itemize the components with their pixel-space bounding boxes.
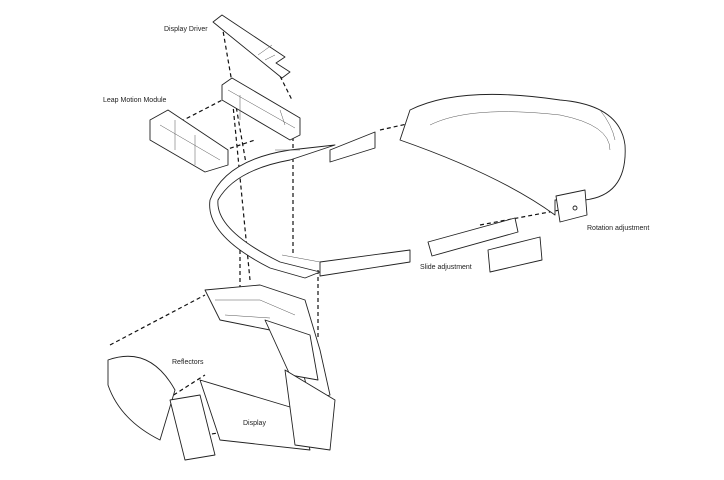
slide-adjustment-part bbox=[427, 217, 543, 273]
label-slide-adjustment: Slide adjustment bbox=[420, 264, 472, 271]
label-leap-motion-module: Leap Motion Module bbox=[103, 97, 167, 104]
label-reflectors: Reflectors bbox=[172, 359, 204, 366]
display-part bbox=[107, 355, 336, 461]
assembly-guide-lines bbox=[109, 24, 561, 436]
leap-motion-bracket-part bbox=[149, 77, 301, 173]
display-driver-part bbox=[212, 14, 291, 79]
head-strap-part bbox=[399, 93, 626, 223]
label-rotation-adjustment: Rotation adjustment bbox=[587, 225, 650, 232]
headband-frame-part bbox=[209, 131, 411, 279]
label-display: Display bbox=[243, 420, 266, 427]
label-display-driver: Display Driver bbox=[164, 26, 208, 33]
reflectors-part bbox=[204, 284, 331, 401]
